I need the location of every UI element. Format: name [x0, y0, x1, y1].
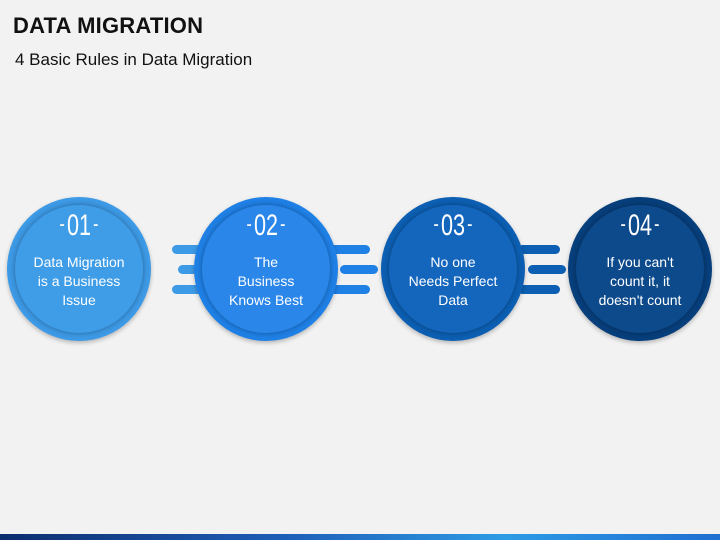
page-title: DATA MIGRATION	[13, 13, 204, 38]
bottom-accent-bar	[0, 534, 720, 540]
page-subtitle: 4 Basic Rules in Data Migration	[15, 50, 253, 69]
step-1-number: -01-	[59, 209, 99, 242]
step-4-number: -04-	[620, 209, 660, 242]
step-4-inner	[576, 205, 704, 333]
step-3-number: -03-	[433, 209, 473, 242]
step-2-inner	[202, 205, 330, 333]
step-1-inner	[15, 205, 143, 333]
step-2-number: -02-	[246, 209, 286, 242]
step-3-inner	[389, 205, 517, 333]
